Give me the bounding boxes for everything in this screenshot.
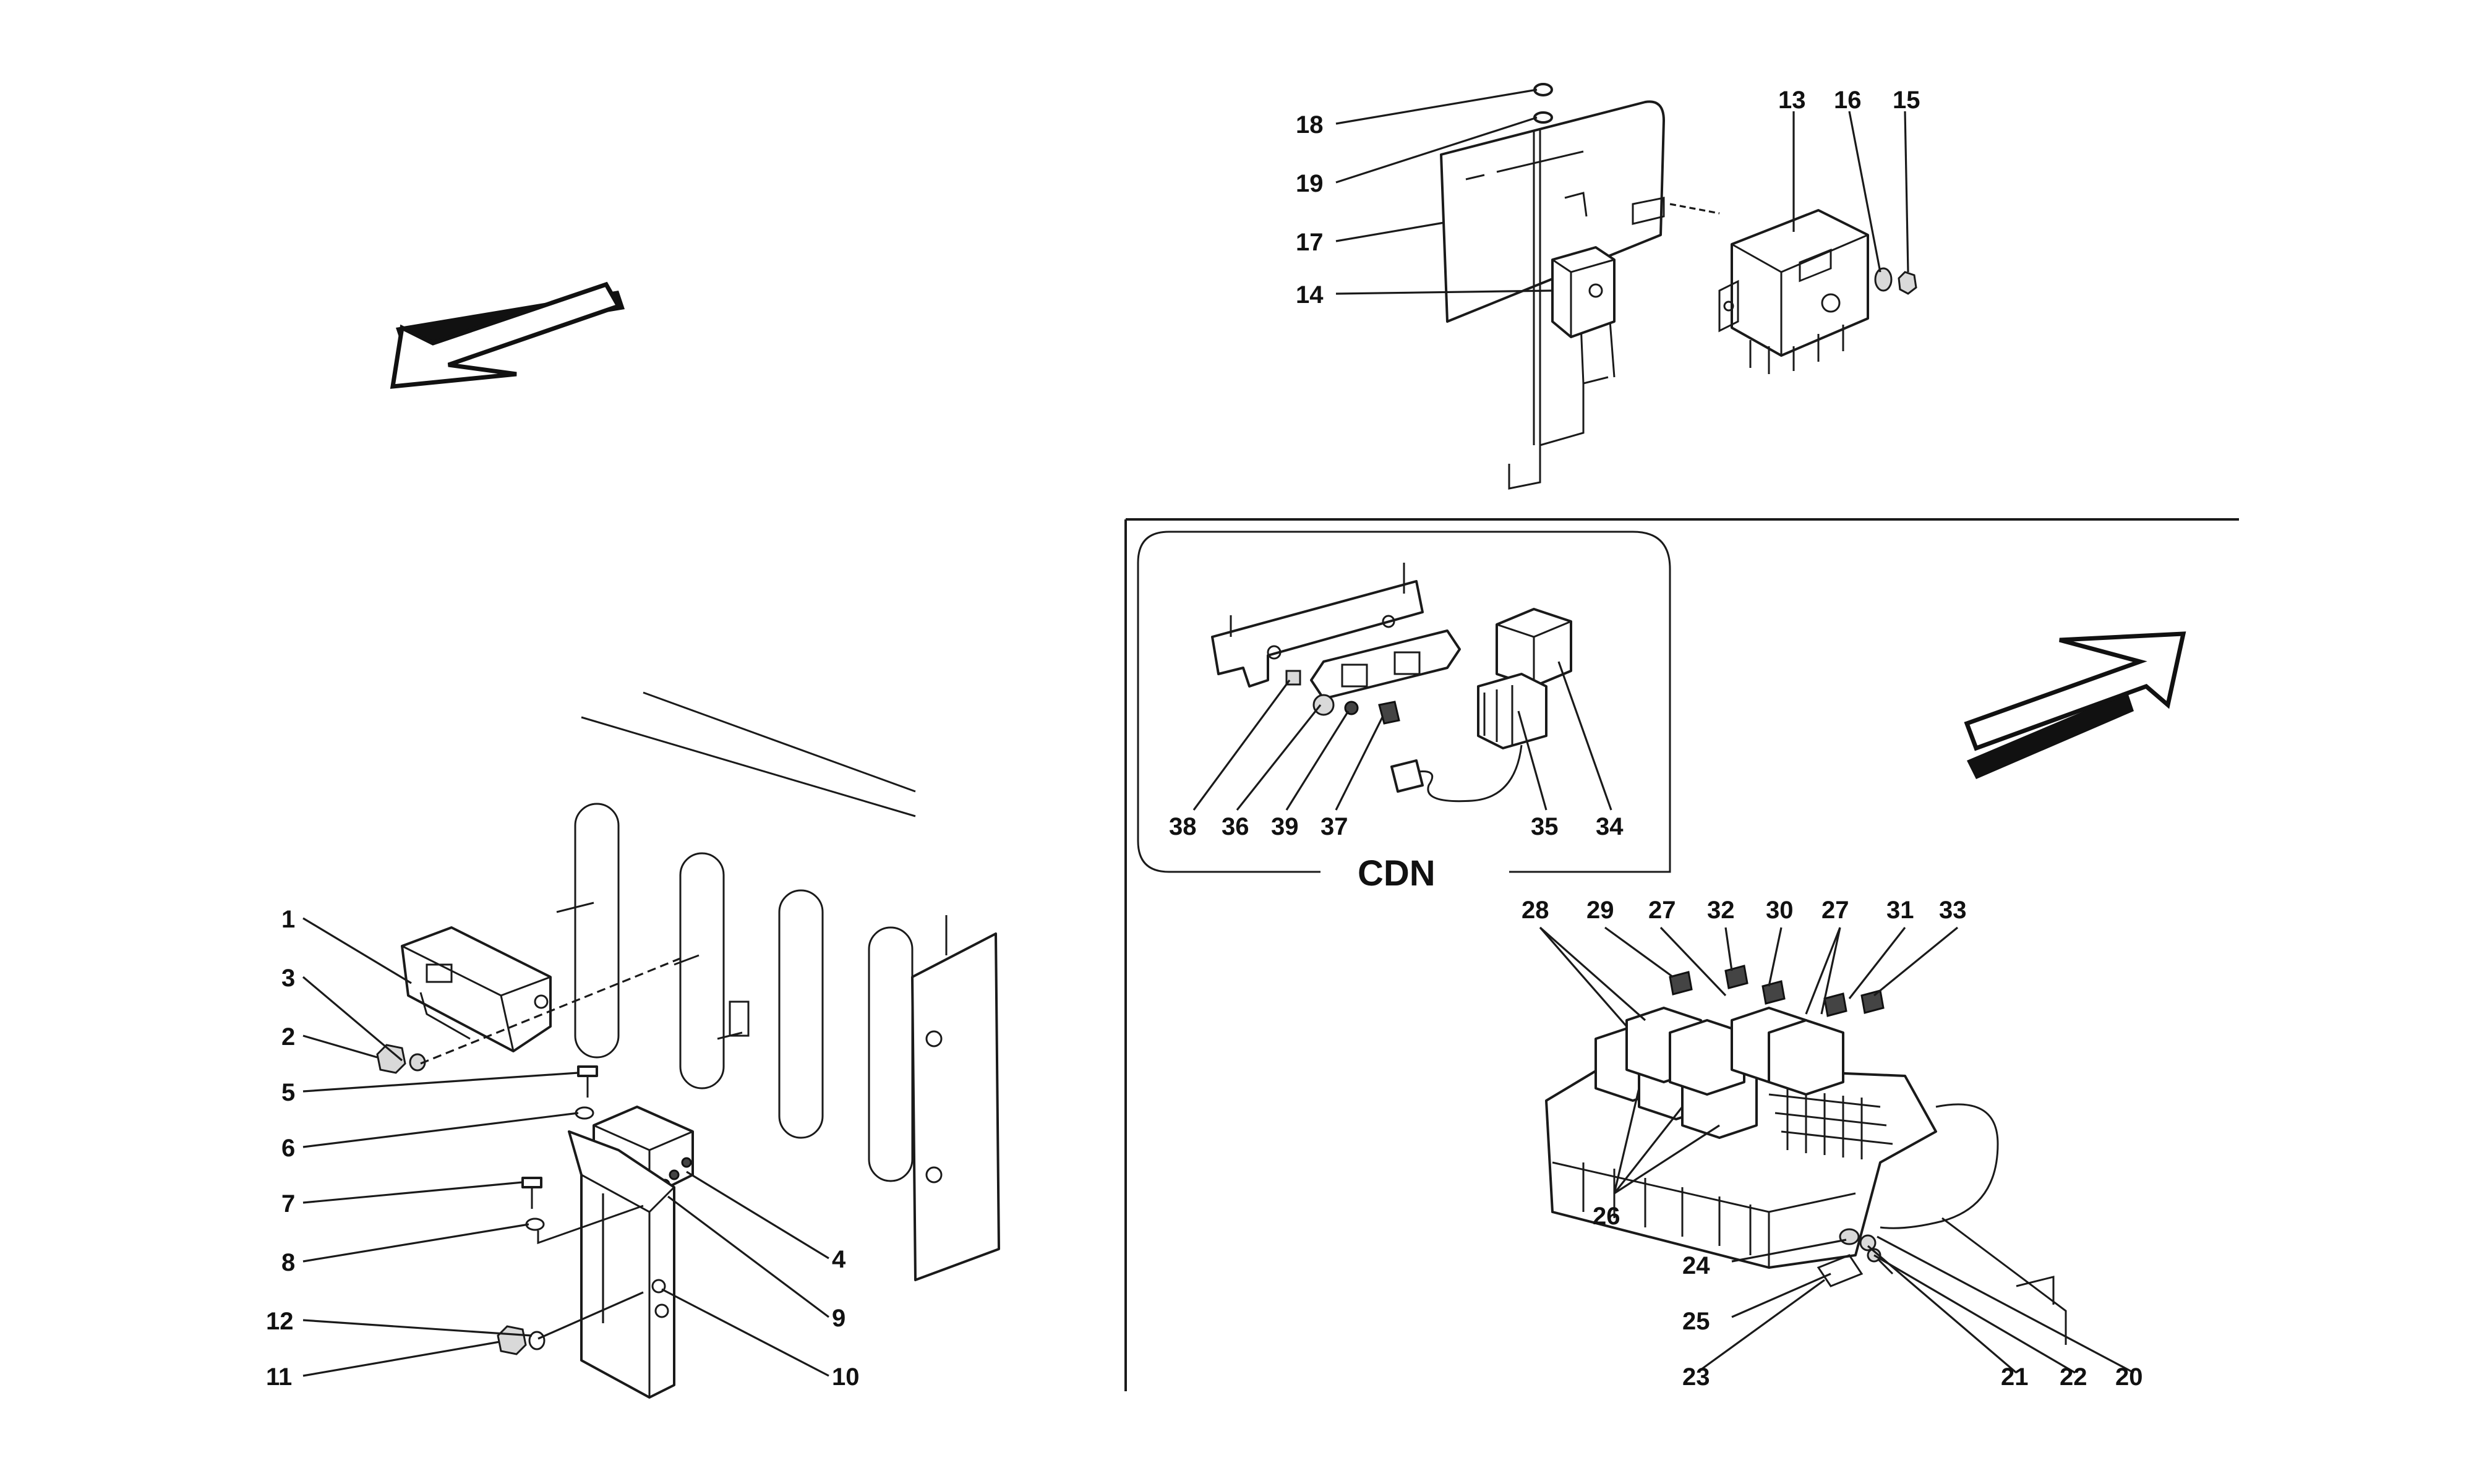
callout-20: 20 — [2115, 1363, 2143, 1391]
callout-35: 35 — [1531, 813, 1559, 840]
callout-15: 15 — [1893, 87, 1920, 114]
callout-1: 1 — [281, 906, 295, 933]
bottom-left-assembly — [376, 691, 1000, 1399]
direction-arrow-right — [1964, 631, 2186, 779]
leader-lines — [302, 88, 2134, 1377]
callout-27a: 27 — [1648, 897, 1676, 924]
callout-24: 24 — [1682, 1252, 1710, 1279]
callout-38: 38 — [1169, 813, 1197, 840]
callout-27b: 27 — [1821, 897, 1849, 924]
callout-13: 13 — [1778, 87, 1806, 114]
callout-18: 18 — [1296, 111, 1324, 139]
callout-25: 25 — [1682, 1308, 1710, 1335]
cdn-inset-title: CDN — [1358, 853, 1436, 893]
callout-17: 17 — [1296, 229, 1324, 256]
callout-39: 39 — [1271, 813, 1299, 840]
callout-10: 10 — [832, 1363, 860, 1391]
callout-8: 8 — [281, 1249, 295, 1276]
callout-26: 26 — [1593, 1203, 1620, 1230]
callout-29: 29 — [1586, 897, 1614, 924]
callout-28: 28 — [1522, 897, 1549, 924]
callout-33: 33 — [1939, 897, 1967, 924]
callout-6: 6 — [281, 1135, 295, 1162]
callout-4: 4 — [832, 1246, 846, 1273]
direction-arrow-left — [390, 281, 625, 389]
callout-3: 3 — [281, 965, 295, 992]
callout-30: 30 — [1766, 897, 1794, 924]
callout-23: 23 — [1682, 1363, 1710, 1391]
callout-11: 11 — [266, 1363, 292, 1391]
top-right-assembly — [1440, 83, 1917, 490]
callout-31: 31 — [1886, 897, 1914, 924]
callout-34: 34 — [1596, 813, 1624, 840]
callout-36: 36 — [1222, 813, 1249, 840]
callout-37: 37 — [1320, 813, 1348, 840]
callout-22: 22 — [2060, 1363, 2087, 1391]
callout-labels: 1 2 3 4 5 6 7 8 9 10 11 12 13 14 15 16 1… — [266, 87, 2143, 1391]
callout-32: 32 — [1707, 897, 1735, 924]
callout-2: 2 — [281, 1023, 295, 1051]
callout-19: 19 — [1296, 170, 1324, 197]
callout-21: 21 — [2001, 1363, 2029, 1391]
callout-12: 12 — [266, 1308, 294, 1335]
cdn-inset: CDN — [1137, 531, 1671, 893]
callout-14: 14 — [1296, 281, 1324, 309]
callout-16: 16 — [1834, 87, 1862, 114]
fuse-relay-box — [1545, 965, 2067, 1345]
callout-5: 5 — [281, 1079, 295, 1106]
callout-7: 7 — [281, 1190, 295, 1217]
callout-9: 9 — [832, 1305, 845, 1332]
